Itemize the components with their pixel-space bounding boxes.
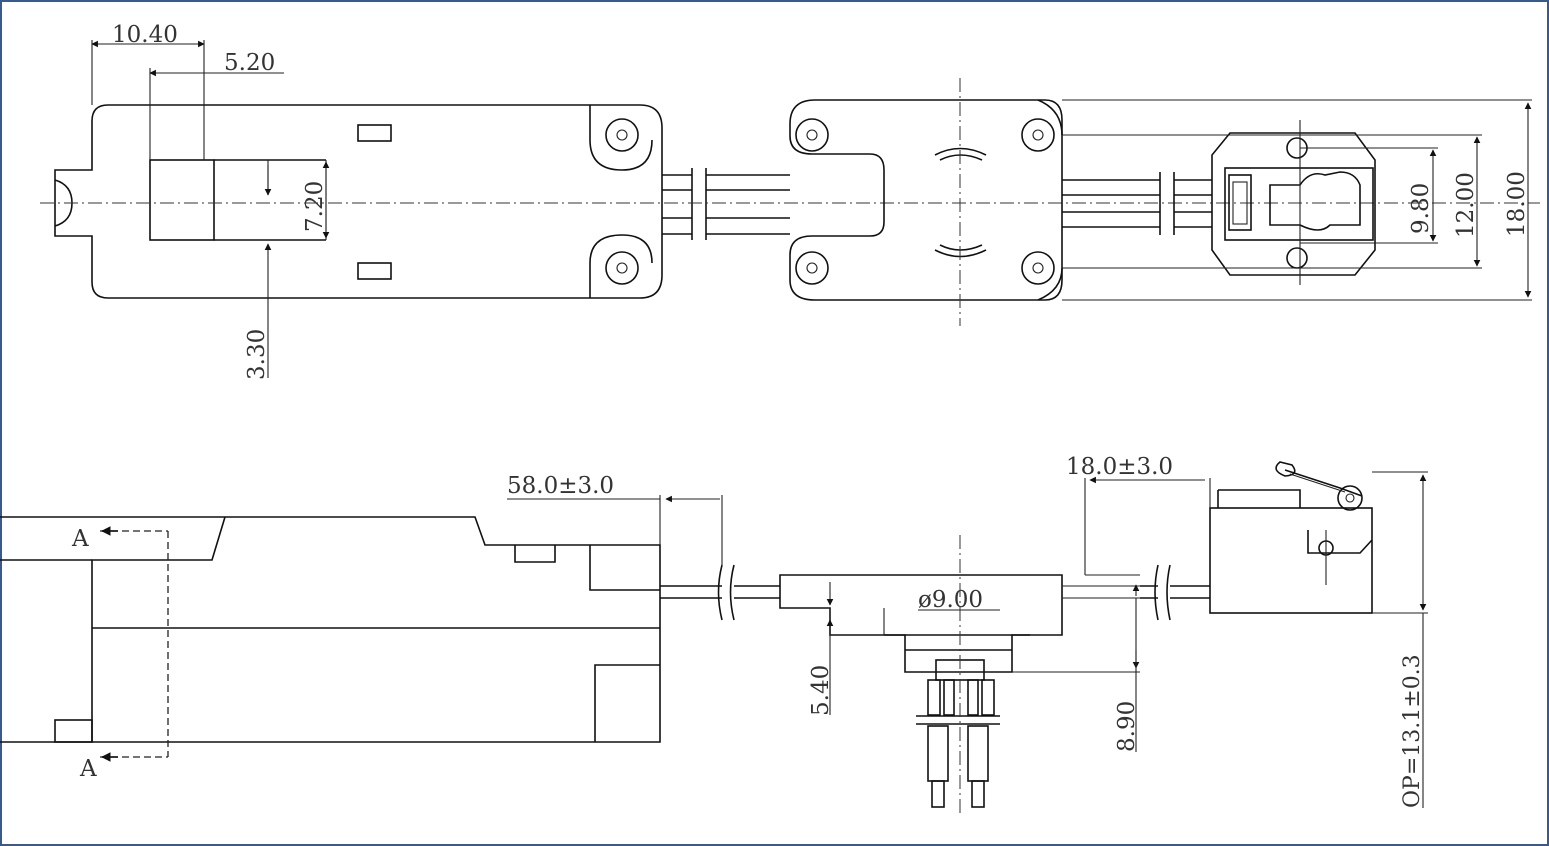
dim-5-40: 5.40 (808, 665, 834, 716)
bottom-view-micro-switch (1209, 461, 1373, 614)
dim-diameter: ø9.00 (918, 587, 983, 613)
dim-18-tol: 18.0±3.0 (1066, 454, 1173, 480)
bottom-view-connector-body (0, 516, 780, 762)
top-dimensions (91, 40, 1532, 378)
dim-7-20: 7.20 (302, 181, 328, 232)
top-view-switch-housing (789, 78, 1376, 326)
dim-9-80: 9.80 (1408, 183, 1434, 234)
dim-3-30: 3.30 (244, 329, 270, 380)
dim-op: OP=13.1±0.3 (1400, 654, 1425, 808)
bottom-dimensions (507, 471, 1428, 808)
dim-12-00: 12.00 (1453, 172, 1479, 238)
dim-8-90: 8.90 (1114, 701, 1140, 752)
section-mark-top: A (71, 526, 89, 552)
dim-10-40: 10.40 (112, 22, 178, 48)
dim-18-00: 18.00 (1504, 171, 1530, 237)
dim-58-tol: 58.0±3.0 (507, 473, 614, 499)
bottom-view-housing (779, 535, 1210, 815)
top-view-connector-body (54, 104, 790, 299)
section-mark-bottom: A (79, 756, 97, 782)
dim-5-20: 5.20 (224, 50, 275, 76)
